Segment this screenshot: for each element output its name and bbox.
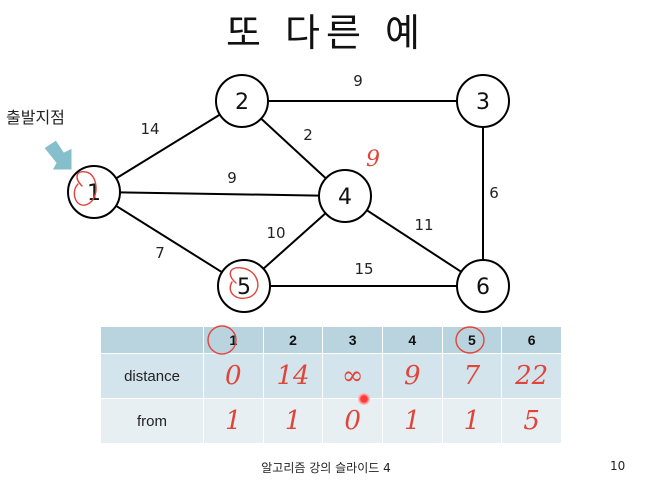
edge-4-6 [366,209,462,273]
header-node-5: 5 [441,326,503,354]
slide-title: 또 다른 예 [226,11,426,55]
distance-cell-1: 0 [203,353,264,399]
edge-weight-5-6: 15 [354,260,373,278]
distance-cell-6: 22 [501,353,562,399]
edge-layer: 14 9 2 9 7 10 11 15 6 [115,72,499,287]
edge-weight-2-4: 2 [303,126,313,144]
edge-2-4 [260,117,327,180]
row-label-from: from [100,398,204,444]
edge-1-4 [119,191,320,197]
edge-weight-3-6: 6 [489,184,499,202]
handwritten-annotation-graph: 9 [73,147,380,299]
from-cell-1: 1 [203,398,264,444]
slide-footer: 알고리즘 강의 슬라이드 4 [261,461,391,475]
from-cell-2: 1 [262,398,324,444]
edge-weight-1-5: 7 [155,244,165,262]
edge-weight-5-4: 10 [266,224,285,242]
node-layer: 1 2 3 4 5 6 [67,74,510,313]
node-label-5: 5 [237,275,251,300]
from-cell-4: 1 [381,398,443,444]
table-row-distance: distance 0 14 ∞ 9 7 22 [100,353,562,399]
annotation-distance-4: 9 [366,147,380,172]
node-2 [215,74,269,128]
header-node-6: 6 [501,326,562,354]
graph-diagram: 14 9 2 9 7 10 11 15 6 1 2 3 4 5 6 9 [43,72,510,313]
edge-1-5 [115,204,223,274]
edge-5-4 [262,212,327,270]
node-label-1: 1 [87,181,101,206]
node-6 [456,259,510,313]
edge-1-2 [115,113,221,180]
start-point-label: 출발지점 [6,108,65,127]
header-node-3: 3 [322,326,383,354]
header-node-4: 4 [381,326,443,354]
distance-cell-4: 9 [381,353,443,399]
laser-pointer-icon [358,393,370,405]
distance-cell-5: 7 [441,353,503,399]
from-cell-3: 0 [322,398,383,444]
from-cell-5: 1 [441,398,503,444]
page-number: 10 [610,459,626,473]
distance-cell-2: 14 [262,353,324,399]
edge-weight-2-3: 9 [353,72,363,90]
edge-weight-1-4: 9 [227,169,237,187]
edge-weight-4-6: 11 [414,216,433,234]
start-arrow-icon [43,139,73,171]
table-row-from: from 1 1 0 1 1 5 [100,398,562,444]
node-label-3: 3 [476,90,490,115]
node-label-6: 6 [476,275,490,300]
node-label-2: 2 [235,90,249,115]
edge-weight-1-2: 14 [140,120,159,138]
node-4 [318,169,372,223]
from-cell-6: 5 [501,398,562,444]
row-label-distance: distance [100,353,204,399]
table-corner [100,326,204,354]
distance-table: 1 2 3 4 5 6 distance 0 14 ∞ 9 7 22 from … [100,326,562,444]
node-label-4: 4 [338,185,352,210]
node-3 [456,74,510,128]
